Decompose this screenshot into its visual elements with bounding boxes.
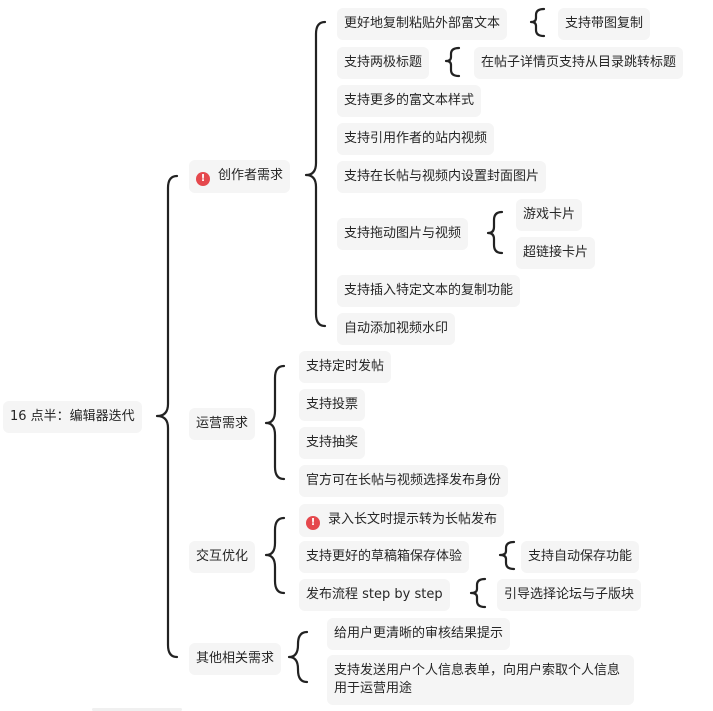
priority-badge-icon: ! <box>306 516 320 530</box>
brace-ops <box>264 364 286 481</box>
branch-label: 创作者需求 <box>218 168 284 183</box>
node-official-identity[interactable]: 官方可在长帖与视频选择发布身份 <box>299 465 509 497</box>
node-label: 支持引用作者的站内视频 <box>344 131 488 146</box>
node-label: 自动添加视频水印 <box>344 321 449 336</box>
node-forum-guide[interactable]: 引导选择论坛与子版块 <box>497 579 642 611</box>
node-label: 在帖子详情页支持从目录跳转标题 <box>481 55 677 70</box>
brace-interaction <box>264 516 286 595</box>
node-two-level-heading[interactable]: 支持两极标题 <box>337 47 430 79</box>
node-drag-media[interactable]: 支持拖动图片与视频 <box>337 218 469 250</box>
node-label: 支持投票 <box>306 397 359 412</box>
node-label: 超链接卡片 <box>523 245 589 260</box>
node-voting[interactable]: 支持投票 <box>299 389 366 421</box>
node-label: 官方可在长帖与视频选择发布身份 <box>306 473 502 488</box>
branch-label: 交互优化 <box>196 549 249 564</box>
brace-heading <box>444 46 461 78</box>
offscreen-node-edge <box>92 708 182 711</box>
branch-label: 运营需求 <box>196 416 249 431</box>
root-node[interactable]: 16 点半：编辑器迭代 <box>3 401 142 433</box>
root-label: 16 点半：编辑器迭代 <box>10 409 135 424</box>
brace-copy-paste <box>529 7 546 38</box>
node-rich-text-styles[interactable]: 支持更多的富文本样式 <box>337 85 482 117</box>
node-toc-jump[interactable]: 在帖子详情页支持从目录跳转标题 <box>474 47 684 79</box>
brace-other <box>287 630 309 684</box>
node-label: 引导选择论坛与子版块 <box>504 587 635 602</box>
node-label: 支持定时发帖 <box>306 359 385 374</box>
node-watermark[interactable]: 自动添加视频水印 <box>337 313 456 345</box>
node-label: 支持更好的草稿箱保存体验 <box>306 549 463 564</box>
node-label: 支持抽奖 <box>306 435 359 450</box>
node-label: 发布流程 step by step <box>306 587 443 602</box>
branch-creator[interactable]: ! 创作者需求 <box>189 160 291 193</box>
branch-other[interactable]: 其他相关需求 <box>189 643 282 675</box>
priority-badge-icon: ! <box>196 172 210 186</box>
node-label: 给用户更清晰的审核结果提示 <box>334 626 504 641</box>
node-user-info-form[interactable]: 支持发送用户个人信息表单，向用户索取个人信息用于运营用途 <box>327 655 634 705</box>
node-copy-images[interactable]: 支持带图复制 <box>558 8 651 40</box>
node-label: 支持自动保存功能 <box>528 549 633 564</box>
node-label: 支持两极标题 <box>344 55 423 70</box>
node-label: 支持拖动图片与视频 <box>344 226 462 241</box>
node-lottery[interactable]: 支持抽奖 <box>299 427 366 459</box>
node-link-card[interactable]: 超链接卡片 <box>516 237 596 269</box>
node-quote-video[interactable]: 支持引用作者的站内视频 <box>337 123 495 155</box>
node-label: 更好地复制粘贴外部富文本 <box>344 16 501 31</box>
branch-interaction[interactable]: 交互优化 <box>189 541 256 573</box>
node-copy-text[interactable]: 支持插入特定文本的复制功能 <box>337 275 521 307</box>
node-label: 游戏卡片 <box>523 207 576 222</box>
brace-root <box>155 174 179 659</box>
node-label: 支持发送用户个人信息表单，向用户索取个人信息用于运营用途 <box>334 663 621 696</box>
brace-flow <box>469 577 487 609</box>
node-label: 支持在长帖与视频内设置封面图片 <box>344 169 540 184</box>
node-cover-image[interactable]: 支持在长帖与视频内设置封面图片 <box>337 161 547 193</box>
node-draft-box[interactable]: 支持更好的草稿箱保存体验 <box>299 541 470 573</box>
node-label: 支持带图复制 <box>565 16 644 31</box>
node-label: 支持更多的富文本样式 <box>344 93 475 108</box>
node-game-card[interactable]: 游戏卡片 <box>516 199 583 231</box>
node-auto-save[interactable]: 支持自动保存功能 <box>521 541 640 573</box>
node-step-by-step[interactable]: 发布流程 step by step <box>299 579 450 611</box>
branch-ops[interactable]: 运营需求 <box>189 408 256 440</box>
node-scheduled-post[interactable]: 支持定时发帖 <box>299 351 392 383</box>
node-label: 支持插入特定文本的复制功能 <box>344 283 514 298</box>
node-label: 录入长文时提示转为长帖发布 <box>328 512 498 527</box>
brace-drag <box>486 210 504 255</box>
brace-creator <box>304 20 327 328</box>
node-long-text-hint[interactable]: ! 录入长文时提示转为长帖发布 <box>299 504 505 537</box>
brace-draft <box>498 540 516 571</box>
node-review-result[interactable]: 给用户更清晰的审核结果提示 <box>327 618 511 650</box>
branch-label: 其他相关需求 <box>196 651 275 666</box>
node-copy-paste[interactable]: 更好地复制粘贴外部富文本 <box>337 8 508 40</box>
